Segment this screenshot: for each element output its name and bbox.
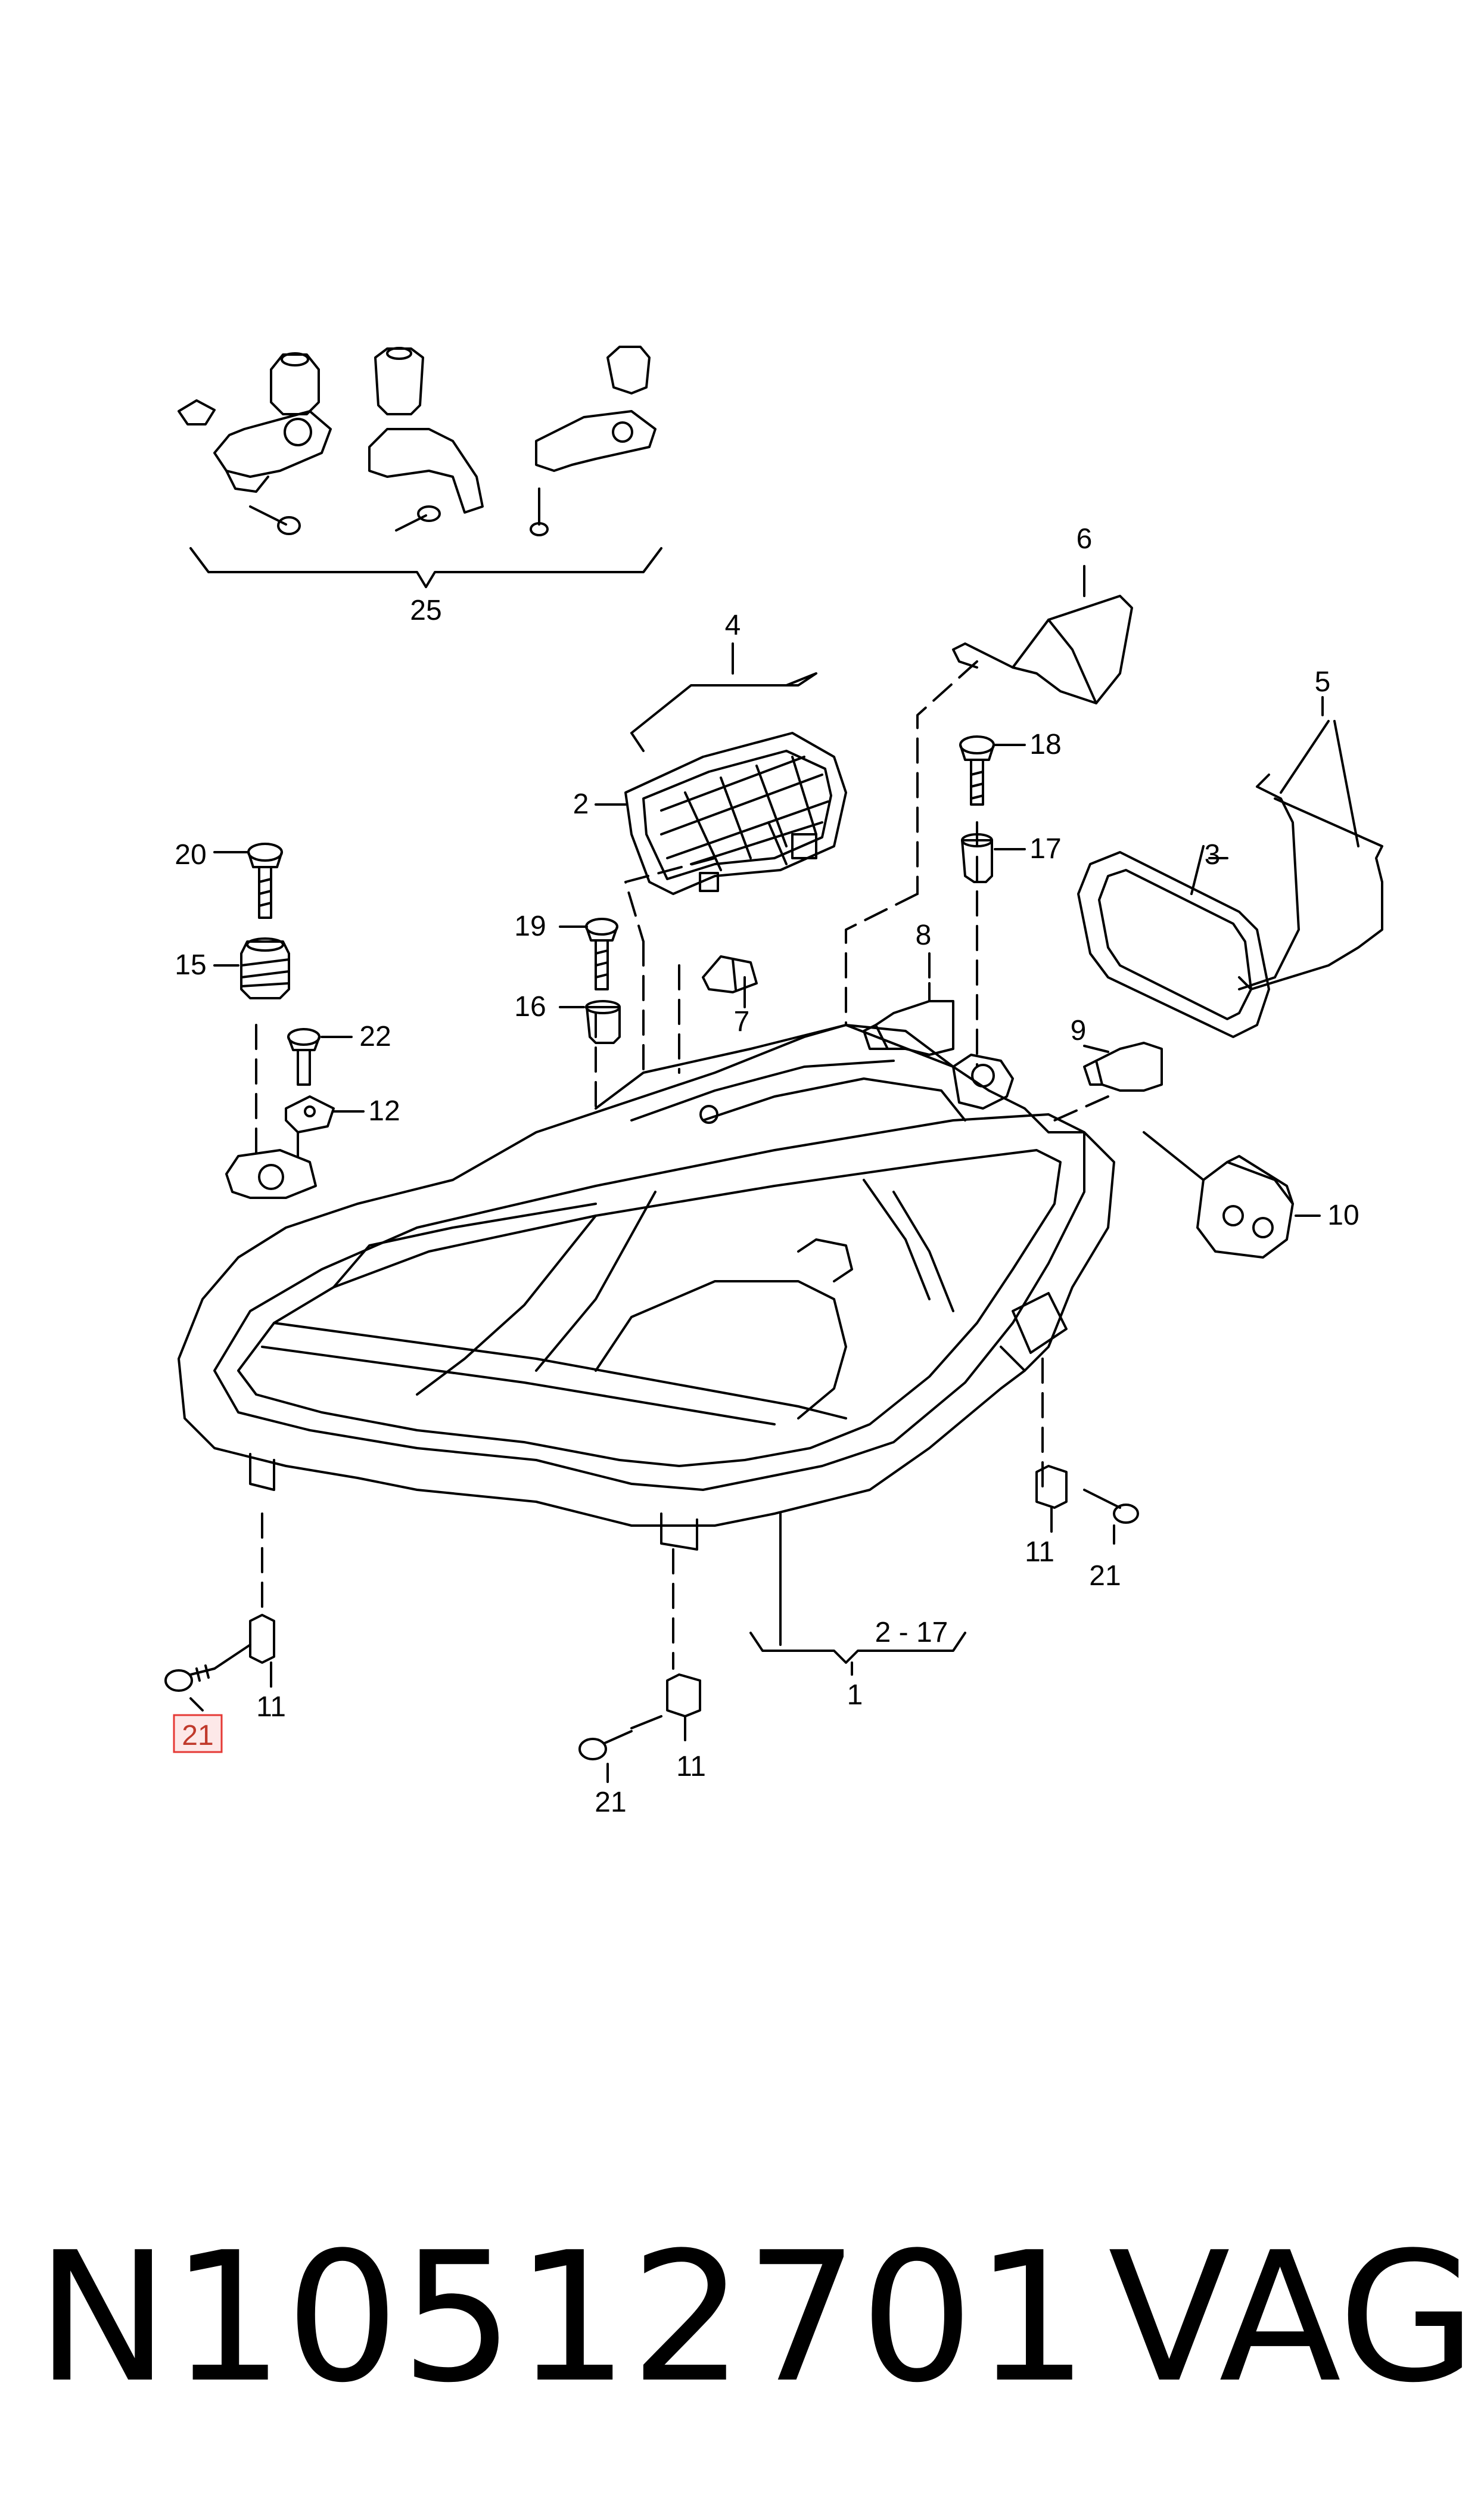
part-number: N10512701 [36,2214,1090,2422]
callout-10: 10 [1327,1200,1359,1231]
bulb-7 [702,955,758,1008]
bracket-kit-group [178,346,662,588]
clip-11-bottom [666,1673,701,1741]
callout-21-bottom: 21 [595,1787,626,1818]
gasket-3 [1077,845,1270,1038]
callout-4: 4 [725,610,741,641]
screw-21-right [1083,1489,1139,1545]
callout-16: 16 [514,991,546,1023]
spreading-nut-15 [213,937,290,999]
callout-3: 3 [1205,839,1221,871]
brand-name: VAG [1108,2214,1477,2422]
callout-21-right: 21 [1089,1560,1121,1592]
control-unit-10 [1143,1131,1321,1259]
screw-22 [287,1028,353,1086]
screw-21-bottom [578,1715,662,1783]
callout-8: 8 [916,920,932,951]
assembly-bracket-1 [749,1512,966,1676]
screw-19 [559,918,618,990]
callout-labels: 25 6 4 5 2 18 17 3 20 19 8 15 16 7 9 22 … [173,523,1359,1818]
dashed-leaders [255,660,1109,1670]
vent-cover-4 [630,642,817,752]
screw-18 [959,735,1026,806]
callout-9: 9 [1071,1015,1087,1046]
callout-22: 22 [359,1021,391,1052]
screw-20 [213,843,283,919]
bulb-6 [952,565,1133,704]
callout-19: 19 [514,911,546,942]
grille-2 [595,732,847,895]
callout-20: 20 [175,839,206,871]
clip-11-right [1035,1465,1068,1533]
callout-21-highlighted[interactable]: 21 [182,1720,213,1751]
callout-6: 6 [1077,523,1093,555]
clip-12 [285,1095,365,1133]
callout-11-bottom: 11 [676,1751,706,1782]
grommet-16 [559,1000,621,1044]
screw-21-left [164,1644,251,1712]
cap-cover-5 [1238,696,1383,990]
callout-11-left: 11 [256,1691,286,1723]
callout-17: 17 [1029,833,1061,865]
callout-2: 2 [573,788,589,820]
headlight-housing-1 [178,1024,1115,1551]
bulb-9 [1083,1042,1163,1092]
clip-11-left [249,1614,275,1688]
callout-15: 15 [175,949,206,981]
callout-25: 25 [410,595,441,626]
callout-1: 1 [847,1679,863,1711]
bulb-8 [863,952,954,1056]
highlight-box [173,1714,223,1753]
callout-12: 12 [368,1095,400,1127]
grommet-17 [961,833,1026,883]
callout-18: 18 [1029,729,1061,760]
callout-7: 7 [734,1006,750,1038]
callout-11-right: 11 [1025,1536,1054,1568]
callout-2-17: 2 - 17 [875,1617,948,1648]
callout-5: 5 [1315,666,1331,698]
